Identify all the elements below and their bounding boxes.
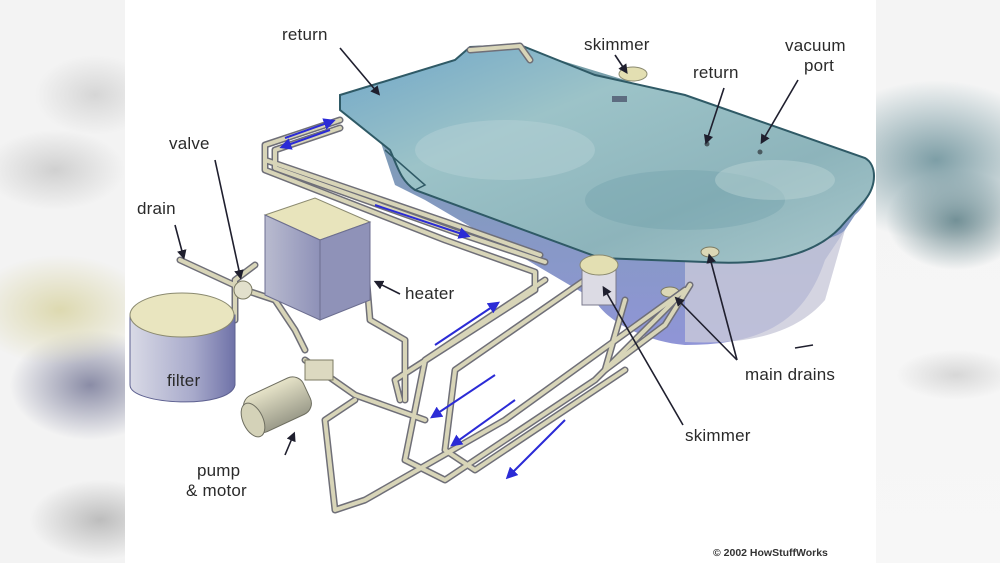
heater-unit [263, 197, 372, 321]
pool-water [339, 43, 875, 264]
filter-tank [129, 292, 236, 403]
label-skimmer-bottom: skimmer [685, 426, 751, 445]
blurred-background-right [876, 0, 1000, 563]
blurred-background-left [0, 0, 125, 563]
label-return-top-right: return [693, 63, 739, 82]
label-return-top-left: return [282, 25, 328, 44]
label-main-drains: main drains [745, 365, 836, 384]
label-skimmer-top: skimmer [584, 35, 650, 54]
diagram-illustration [129, 42, 875, 514]
skimmer-unit [579, 254, 619, 306]
leader-lines [174, 47, 814, 456]
label-vacuum-port-line2: port [804, 56, 835, 75]
copyright-notice: © 2002 HowStuffWorks [713, 547, 828, 559]
label-heater: heater [405, 284, 455, 303]
label-filter: filter [167, 371, 201, 390]
pool-plumbing-diagram: return skimmer return vacuum port valve … [125, 0, 876, 563]
label-pump-line1: pump [197, 461, 241, 480]
label-vacuum-port-line1: vacuum [785, 36, 846, 55]
label-pump-line2: & motor [186, 481, 247, 500]
label-valve: valve [169, 134, 210, 153]
skimmer-top-lid [618, 66, 648, 82]
pump-motor [240, 359, 334, 438]
valve-body [233, 280, 253, 300]
main-drain-1 [700, 246, 720, 258]
flow-arrows [279, 118, 566, 480]
label-drain: drain [137, 199, 176, 218]
